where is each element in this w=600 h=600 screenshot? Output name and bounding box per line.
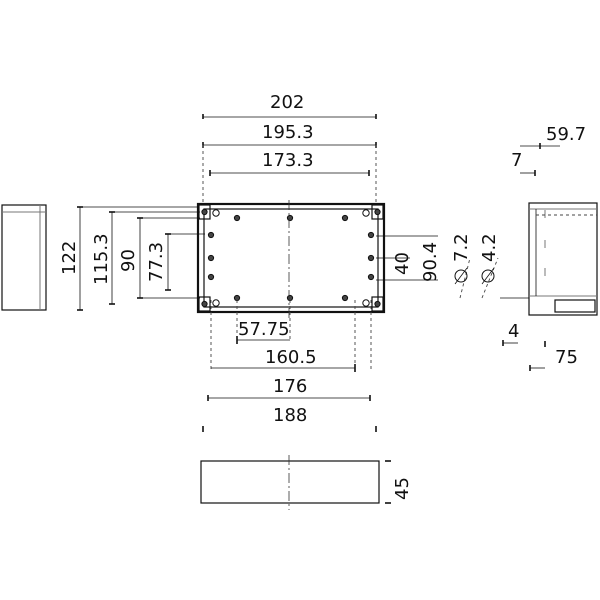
dim-59-7: 59.7 bbox=[546, 124, 586, 145]
dim-40: 40 bbox=[392, 252, 413, 275]
top-dimension-lines bbox=[202, 114, 377, 205]
bottom-dimension-lines bbox=[202, 300, 377, 432]
dim-90: 90 bbox=[118, 249, 139, 272]
dim-122: 122 bbox=[59, 241, 80, 275]
dim-202: 202 bbox=[270, 92, 304, 113]
dim-115-3: 115.3 bbox=[91, 233, 112, 285]
bottom-view bbox=[200, 455, 391, 510]
dim-75: 75 bbox=[555, 347, 578, 368]
right-side-view bbox=[500, 202, 598, 316]
dim-77-3: 77.3 bbox=[146, 242, 167, 282]
right-side-dimension-lines bbox=[502, 143, 560, 371]
left-side-view bbox=[1, 204, 47, 311]
dim-45: 45 bbox=[392, 477, 413, 500]
dim-188: 188 bbox=[273, 405, 307, 426]
dim-160-5: 160.5 bbox=[265, 347, 317, 368]
diameter-callouts bbox=[454, 257, 499, 299]
dim-4-2: 4.2 bbox=[479, 233, 500, 262]
right-dimension-lines bbox=[376, 228, 438, 281]
dim-7-2: 7.2 bbox=[451, 233, 472, 262]
mounting-holes bbox=[207, 214, 375, 302]
dim-176: 176 bbox=[273, 376, 307, 397]
dim-195-3: 195.3 bbox=[262, 122, 314, 143]
dim-4: 4 bbox=[508, 321, 519, 342]
dim-90-4: 90.4 bbox=[420, 242, 441, 282]
dim-173-3: 173.3 bbox=[262, 150, 314, 171]
dim-7: 7 bbox=[511, 150, 522, 171]
left-dimension-lines bbox=[77, 206, 205, 311]
dim-57-75: 57.75 bbox=[238, 319, 290, 340]
front-view bbox=[196, 200, 386, 318]
corner-screws bbox=[198, 204, 384, 312]
